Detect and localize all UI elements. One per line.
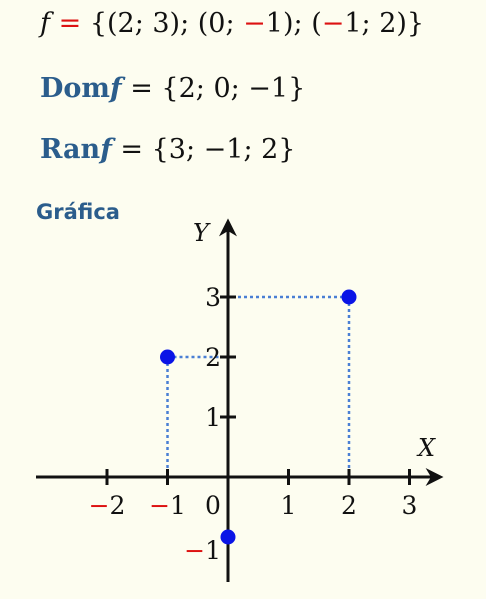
- range-line: Ranf = {3; −1; 2}: [40, 134, 295, 165]
- function-definition: f = {(2; 3); (0; −1); (−1; 2)}: [40, 8, 424, 39]
- domain-label: Dom: [40, 73, 110, 104]
- minus-sign-2: −: [321, 8, 345, 39]
- data-point: [160, 349, 175, 365]
- origin-label: 0: [205, 491, 221, 520]
- x-axis-label: X: [416, 434, 436, 462]
- equals-sign: =: [58, 8, 82, 39]
- x-tick-label: 2: [341, 491, 357, 520]
- axis-ticks: [105, 295, 411, 485]
- pairs-text-3: 1; 2)}: [344, 8, 425, 39]
- y-tick-label: −1: [184, 536, 221, 565]
- y-tick-label: 1: [205, 403, 221, 432]
- x-tick-label: −2: [89, 491, 126, 520]
- pairs-text-2: 1); (: [265, 8, 322, 39]
- domain-func: f: [110, 73, 122, 104]
- range-label: Ran: [40, 134, 101, 165]
- data-points: [160, 289, 357, 545]
- pairs-text-1: {(2; 3); (0;: [89, 8, 244, 39]
- axis-tick-labels: −2 −1 1 2 3 1 2 3 −1: [89, 283, 418, 565]
- x-tick-label: 3: [402, 491, 418, 520]
- function-symbol: f: [40, 8, 50, 39]
- y-tick-label: 2: [205, 343, 221, 372]
- y-axis-label: Y: [193, 219, 211, 247]
- range-func: f: [100, 134, 112, 165]
- domain-set: = {2; 0; −1}: [121, 73, 306, 104]
- guide-lines: [166, 295, 351, 477]
- x-tick-label: 1: [281, 491, 297, 520]
- range-set: = {3; −1; 2}: [111, 134, 296, 165]
- graph-title: Gráfica: [36, 200, 120, 224]
- data-point: [341, 289, 357, 305]
- minus-sign-1: −: [243, 8, 266, 39]
- x-tick-label: −1: [149, 491, 186, 520]
- data-point: [220, 529, 236, 545]
- domain-line: Domf = {2; 0; −1}: [40, 73, 305, 104]
- y-tick-label: 3: [205, 283, 221, 312]
